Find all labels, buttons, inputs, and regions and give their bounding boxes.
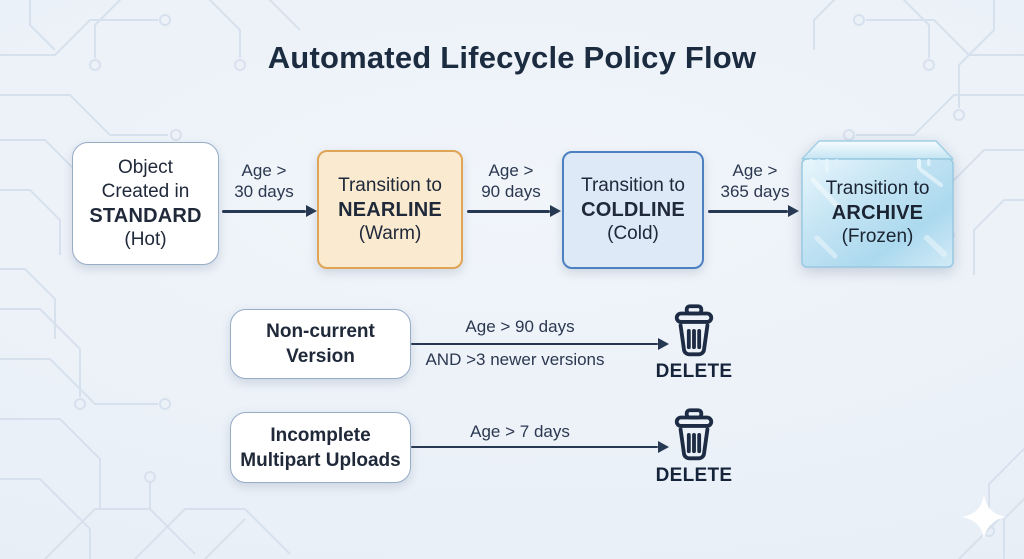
node-standard: Object Created in STANDARD (Hot) xyxy=(72,142,219,265)
age-condition: Age > xyxy=(241,161,287,180)
node-temp: (Warm) xyxy=(358,222,422,244)
node-nearline: Transition to NEARLINE (Warm) xyxy=(317,150,463,269)
node-line: Non-current xyxy=(266,321,375,342)
rule-arrow-1 xyxy=(411,337,669,350)
rule-condition-bottom: AND >3 newer versions xyxy=(425,350,605,369)
circuit-pattern-bottom-left xyxy=(0,268,291,559)
trash-icon xyxy=(674,304,714,357)
trash-icon xyxy=(674,408,714,461)
node-coldline: Transition to COLDLINE (Cold) xyxy=(562,151,704,269)
rule-arrow-2 xyxy=(411,440,669,453)
node-archive-text: Transition to ARCHIVE (Frozen) xyxy=(802,159,953,267)
ice-cube-icon xyxy=(801,140,954,268)
rule-condition-top: Age > 7 days xyxy=(470,422,570,441)
node-line: Created in xyxy=(101,180,190,202)
node-line: Transition to xyxy=(581,175,685,196)
node-line: Object xyxy=(118,156,173,178)
transition-label-2: Age > 90 days xyxy=(456,160,566,202)
node-line: Transition to xyxy=(825,178,930,199)
node-line: Version xyxy=(286,346,355,367)
node-noncurrent-version: Non-current Version xyxy=(230,309,411,379)
age-condition: 30 days xyxy=(234,182,294,201)
page-title: Automated Lifecycle Policy Flow xyxy=(267,40,757,75)
age-condition: Age > xyxy=(488,161,534,180)
storage-class-name: NEARLINE xyxy=(338,198,442,221)
node-line: Incomplete xyxy=(270,424,371,446)
node-line: Multipart Uploads xyxy=(240,449,401,471)
node-archive: Transition to ARCHIVE (Frozen) xyxy=(799,138,956,270)
age-condition: 365 days xyxy=(720,182,790,201)
node-temp: (Cold) xyxy=(607,223,659,244)
rule-condition-top: Age > 90 days xyxy=(465,317,575,336)
node-line: Transition to xyxy=(338,174,442,196)
delete-label: DELETE xyxy=(655,465,733,486)
delete-label: DELETE xyxy=(655,361,733,382)
flow-arrow-1 xyxy=(222,205,317,217)
node-temp: (Frozen) xyxy=(841,226,914,247)
storage-class-name: COLDLINE xyxy=(581,199,685,221)
transition-label-3: Age > 365 days xyxy=(700,160,810,202)
storage-class-name: STANDARD xyxy=(89,204,202,227)
storage-class-name: ARCHIVE xyxy=(831,202,924,224)
age-condition: Age > xyxy=(732,161,778,180)
transition-label-1: Age > 30 days xyxy=(209,160,319,202)
flow-arrow-3 xyxy=(708,205,799,217)
sparkle-icon xyxy=(962,495,1006,539)
node-temp: (Hot) xyxy=(124,228,167,250)
flow-arrow-2 xyxy=(467,205,561,217)
node-incomplete-multipart: Incomplete Multipart Uploads xyxy=(230,412,411,483)
age-condition: 90 days xyxy=(481,182,541,201)
